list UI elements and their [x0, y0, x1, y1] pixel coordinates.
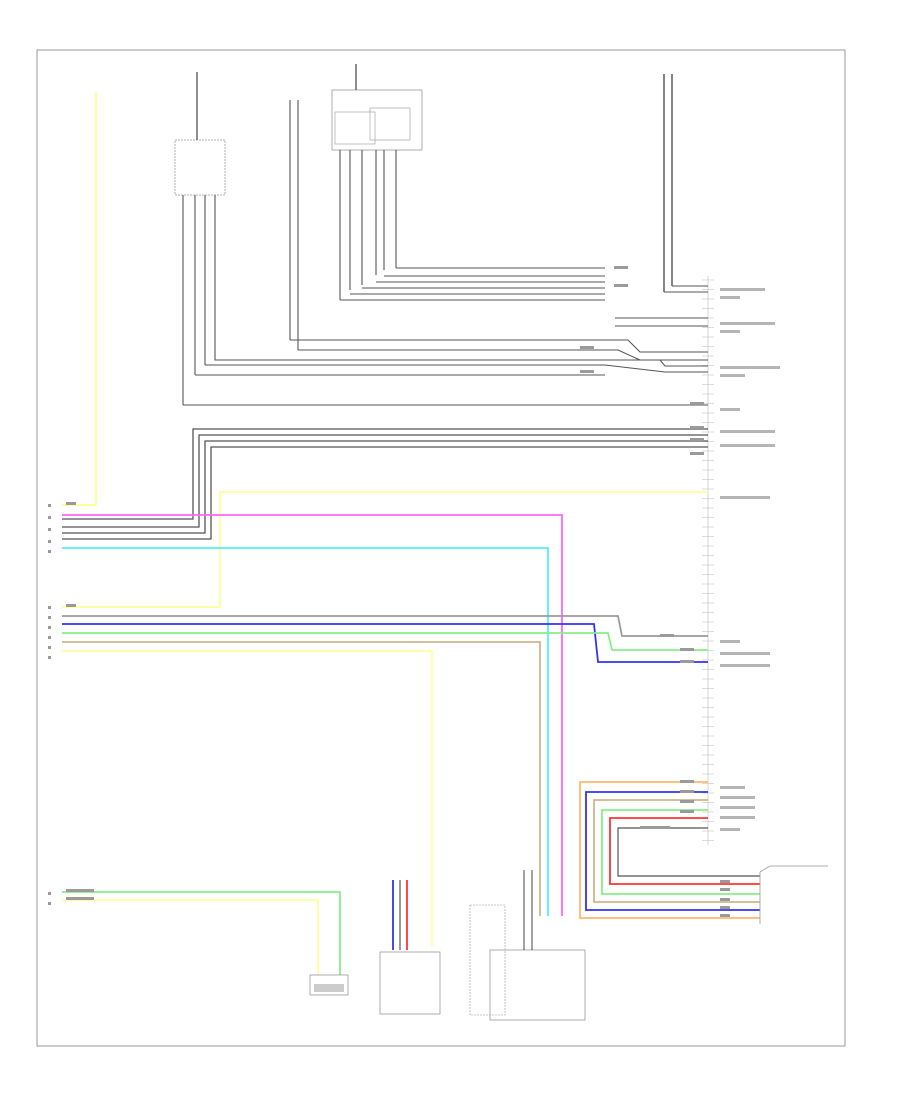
aux-jack-wires [392, 880, 408, 950]
usb-harness [579, 781, 760, 919]
antenna-amp-module [174, 72, 226, 405]
multifunction-box [489, 949, 586, 1021]
yellow-wire-audio [62, 491, 708, 608]
antenna-harness [183, 267, 708, 406]
aux-jack [379, 951, 441, 1015]
blue-wire-mid [62, 623, 708, 663]
aux-jack-box [379, 951, 441, 1015]
front-speaker [309, 974, 349, 996]
multifunction-switch [469, 870, 586, 1021]
steering-switch-wires [62, 891, 341, 975]
diagram-frame [36, 49, 846, 1047]
av-unit-connector-strip [702, 276, 714, 845]
colored-signal-wires [62, 491, 708, 946]
usb-connector [759, 865, 828, 924]
magenta-wire [62, 514, 563, 916]
wire-code-marks [66, 266, 730, 917]
xm-antenna-module [331, 64, 423, 300]
radio-feed-column [62, 92, 97, 506]
yellow-wire-lower [62, 650, 433, 946]
right-side-descriptions [720, 288, 780, 831]
tan-wire-mid [62, 641, 541, 916]
cyan-wire [62, 547, 549, 916]
antenna-amp-box [174, 139, 226, 196]
green-wire-mid [62, 632, 708, 651]
left-pin-marks [48, 504, 51, 905]
xm-antenna-box [331, 89, 423, 151]
speaker-box [309, 974, 349, 996]
display-shielded-pair [62, 428, 708, 540]
radio-antenna-module [663, 74, 673, 292]
satellite-antenna-module [289, 100, 299, 350]
